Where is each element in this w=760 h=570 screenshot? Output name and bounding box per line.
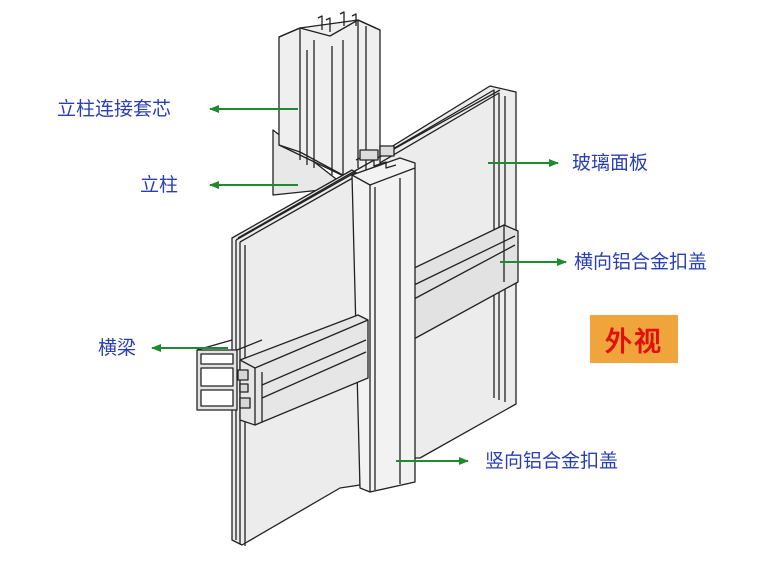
label-column: 立柱 xyxy=(140,174,179,196)
label-vertical-cap: 竖向铝合金扣盖 xyxy=(485,450,619,472)
label-glass-panel: 玻璃面板 xyxy=(572,152,649,174)
label-horizontal-cap: 横向铝合金扣盖 xyxy=(574,251,708,273)
horizontal-cap-left xyxy=(237,314,369,426)
transom-profile xyxy=(196,339,263,411)
leader-arrows xyxy=(151,105,567,465)
view-badge-text: 外视 xyxy=(605,326,663,358)
upper-column xyxy=(272,11,381,196)
label-column-sleeve: 立柱连接套芯 xyxy=(57,98,172,120)
drawing xyxy=(196,11,519,546)
label-transom: 横梁 xyxy=(98,337,137,359)
vertical-cap xyxy=(351,145,416,493)
view-badge: 外视 xyxy=(590,315,678,363)
